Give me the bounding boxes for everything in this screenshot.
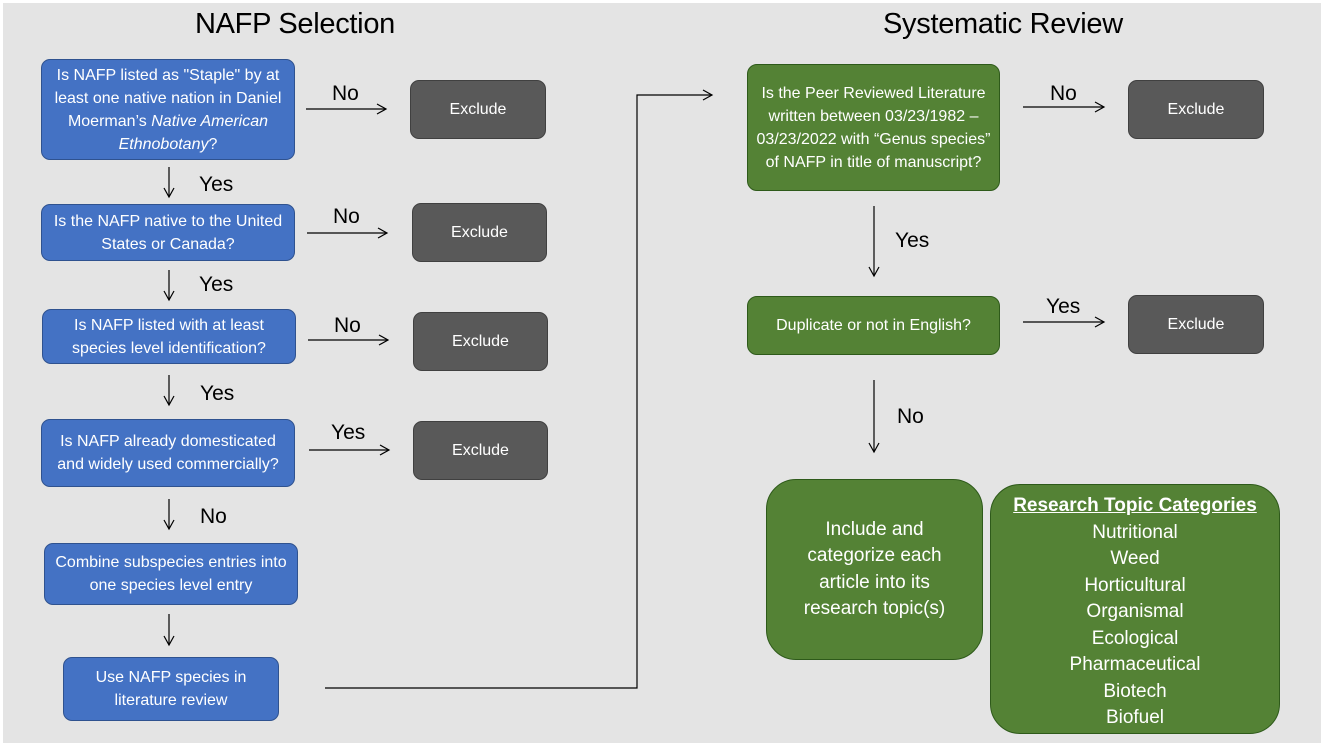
domesticated-question-text: Is NAFP already domesticated and widely … [57,433,279,473]
staple-question-end: ? [208,135,218,153]
duplicate-question-box: Duplicate or not in English? [747,296,1000,355]
peer-review-question-box: Is the Peer Reviewed Literature written … [747,64,1000,191]
exclude-box-2: Exclude [412,203,547,262]
exclude-box-3: Exclude [413,312,548,371]
exclude-box-4: Exclude [413,421,548,480]
duplicate-question-text: Duplicate or not in English? [776,317,971,334]
exclude-box-1: Exclude [410,80,546,139]
staple-question-book-title: Native American Ethnobotany [118,112,269,153]
category-item: Biotech [1103,680,1167,702]
category-item: Weed [1110,548,1160,569]
exclude-box-5: Exclude [1128,80,1264,139]
combine-subspecies-text: Combine subspecies entries into one spec… [55,554,287,594]
category-item: Organismal [1086,601,1184,622]
category-item: Nutritional [1092,521,1178,543]
left-section-title: NAFP Selection [195,8,395,40]
peer-review-question-text: Is the Peer Reviewed Literature written … [756,84,991,171]
use-species-text: Use NAFP species in literature review [95,669,247,709]
exclude-label-1: Exclude [449,101,507,118]
label-r1-no: No [1050,82,1077,105]
staple-question-box: Is NAFP listed as "Staple" by at least o… [41,59,295,160]
exclude-label-4: Exclude [452,442,509,459]
category-item: Pharmaceutical [1069,654,1201,675]
domesticated-question-box: Is NAFP already domesticated and widely … [41,419,295,487]
exclude-label-3: Exclude [452,333,509,350]
category-item: Horticultural [1084,574,1186,596]
staple-question-main: Is NAFP listed as "Staple" by at least o… [54,66,282,130]
label-r2-no: No [897,405,924,428]
label-q4-no: No [200,505,227,528]
right-section-title: Systematic Review [883,8,1123,40]
staple-question-text: Is NAFP listed as "Staple" by at least o… [48,64,288,156]
category-item: Ecological [1091,627,1179,649]
species-level-question-box: Is NAFP listed with at least species lev… [42,309,296,364]
exclude-label-6: Exclude [1167,316,1225,333]
label-q3-no: No [334,314,361,337]
label-q1-no: No [332,82,359,105]
label-q3-yes: Yes [200,382,235,405]
exclude-box-6: Exclude [1128,295,1264,354]
native-question-box: Is the NAFP native to the United States … [41,204,295,261]
label-q4-yes: Yes [331,421,366,444]
use-species-box: Use NAFP species in literature review [63,657,279,721]
exclude-label-5: Exclude [1167,101,1225,118]
category-item: Biofuel [1105,707,1165,728]
label-q2-no: No [333,205,360,228]
combine-subspecies-box: Combine subspecies entries into one spec… [44,543,298,605]
label-q2-yes: Yes [199,273,234,296]
label-q1-yes: Yes [199,173,234,196]
native-question-text: Is the NAFP native to the United States … [53,212,283,253]
research-topic-categories-box: Research Topic Categories Nutritional We… [990,484,1280,734]
arrow-left-to-right [325,89,714,689]
exclude-label-2: Exclude [451,224,508,241]
label-r2-yes: Yes [1046,295,1081,318]
categories-heading: Research Topic Categories [1013,495,1257,516]
label-r1-yes: Yes [895,229,930,252]
include-categorize-text: Include and categorize each article into… [803,518,946,620]
species-level-question-text: Is NAFP listed with at least species lev… [72,316,266,357]
include-categorize-box: Include and categorize each article into… [766,479,983,660]
